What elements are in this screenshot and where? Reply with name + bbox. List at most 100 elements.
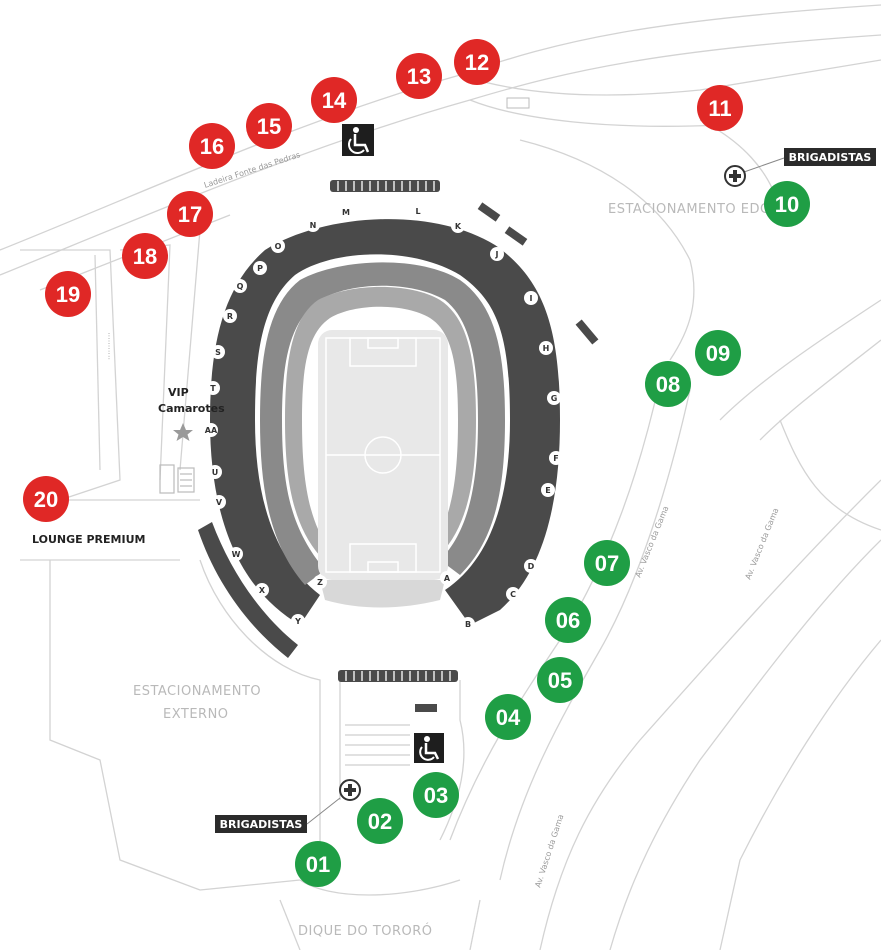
sector-circle — [490, 247, 504, 261]
sector-letter: M — [342, 208, 350, 217]
brigadistas-bottom-tag: BRIGADISTAS — [215, 797, 341, 833]
gate-circle — [537, 657, 583, 703]
sector-AA: AA — [204, 423, 218, 437]
gate-circle — [413, 772, 459, 818]
gate-circle — [167, 191, 213, 237]
gate-20: 20 — [23, 476, 69, 522]
vip-label: VIP — [168, 386, 189, 399]
street-label: Av. Vasco da Gama — [744, 507, 781, 581]
sector-Q: Q — [233, 279, 247, 293]
gate-15: 15 — [246, 103, 292, 149]
sector-K: K — [451, 219, 465, 233]
sector-letter: X — [259, 586, 266, 595]
sector-circle — [271, 239, 285, 253]
sector-E: E — [541, 483, 555, 497]
sector-letter: U — [212, 468, 219, 477]
sector-F: F — [549, 451, 563, 465]
gate-number: 04 — [496, 705, 521, 730]
sector-letter: F — [553, 454, 558, 463]
gate-circle — [189, 123, 235, 169]
gate-12: 12 — [454, 39, 500, 85]
gate-circle — [697, 85, 743, 131]
gate-circle — [396, 53, 442, 99]
gate-11: 11 — [697, 85, 743, 131]
sector-circle — [223, 309, 237, 323]
west-stairs — [159, 464, 195, 494]
star-icon — [173, 423, 193, 441]
sector-letter: H — [543, 344, 550, 353]
sector-circle — [306, 218, 320, 232]
gate-number: 13 — [407, 64, 431, 89]
estacionamento-externo-label: ESTACIONAMENTO — [133, 684, 261, 699]
gate-number: 10 — [775, 192, 799, 217]
gate-number: 06 — [556, 608, 580, 633]
sector-letter: J — [495, 250, 499, 259]
south-lower-bowl — [320, 580, 445, 608]
gate-circle — [122, 233, 168, 279]
first-aid-icon — [339, 779, 361, 801]
sector-W: W — [229, 547, 243, 561]
sector-letter: I — [530, 294, 533, 303]
camarotes-label: Camarotes — [158, 402, 225, 415]
brigadistas-top-tag: BRIGADISTAS — [743, 148, 876, 173]
gate-number: 20 — [34, 487, 58, 512]
gate-05: 05 — [537, 657, 583, 703]
sector-H: H — [539, 341, 553, 355]
sector-letter: T — [210, 384, 216, 393]
gate-number: 09 — [706, 341, 730, 366]
gate-14: 14 — [311, 77, 357, 123]
gate-number: 07 — [595, 551, 619, 576]
estacionamento-edg-label: ESTACIONAMENTO EDG — [608, 202, 771, 217]
dique-do-tororo-label: DIQUE DO TORORÓ — [298, 923, 433, 939]
gate-circle — [357, 798, 403, 844]
sector-L: L — [411, 204, 425, 218]
gate-06: 06 — [545, 597, 591, 643]
gate-01: 01 — [295, 841, 341, 887]
gate-circle — [584, 540, 630, 586]
sector-letter: AA — [205, 426, 218, 435]
gate-03: 03 — [413, 772, 459, 818]
gate-16: 16 — [189, 123, 235, 169]
gate-circle — [23, 476, 69, 522]
wheelchair-icon — [414, 733, 444, 763]
sector-letter: V — [216, 498, 223, 507]
sector-letter: Q — [237, 282, 244, 291]
sector-circle — [229, 547, 243, 561]
sector-circle — [206, 381, 220, 395]
sector-M: M — [339, 205, 353, 219]
gate-circle — [311, 77, 357, 123]
gate-number: 14 — [322, 88, 347, 113]
sector-T: T — [206, 381, 220, 395]
sector-circle — [291, 614, 305, 628]
sector-X: X — [255, 583, 269, 597]
sector-circle — [440, 571, 454, 585]
lounge-premium-label: LOUNGE PREMIUM — [32, 533, 145, 546]
sector-J: J — [490, 247, 504, 261]
gate-circle — [485, 694, 531, 740]
south-hatched-stand — [338, 670, 458, 682]
sector-O: O — [271, 239, 285, 253]
sector-letter: O — [275, 242, 282, 251]
inner-stands — [260, 262, 505, 585]
sector-B: B — [461, 617, 475, 631]
sector-letter: B — [465, 620, 471, 629]
road-network — [0, 4, 881, 950]
sector-letter: N — [310, 221, 317, 230]
gate-circle — [764, 181, 810, 227]
small-hatched-blocks — [415, 202, 599, 712]
sector-A: A — [440, 571, 454, 585]
sector-circle — [506, 587, 520, 601]
sector-circle — [411, 204, 425, 218]
sector-circle — [524, 291, 538, 305]
sector-letter: D — [528, 562, 535, 571]
gate-number: 15 — [257, 114, 281, 139]
gate-17: 17 — [167, 191, 213, 237]
sector-letter: K — [455, 222, 462, 231]
sector-G: G — [547, 391, 561, 405]
gate-number: 17 — [178, 202, 202, 227]
sector-circle — [549, 451, 563, 465]
sector-letter: L — [415, 207, 420, 216]
